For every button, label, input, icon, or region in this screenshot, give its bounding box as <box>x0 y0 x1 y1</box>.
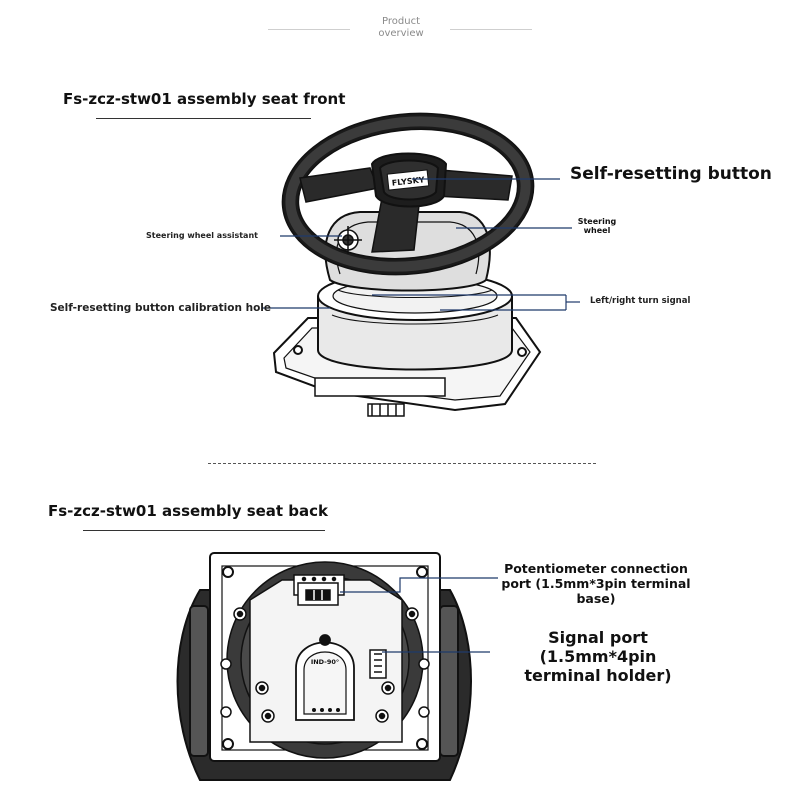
front-leader-lines <box>262 178 580 311</box>
back-leader-lines <box>340 577 498 653</box>
label-potentiometer-line1: Potentiometer connection <box>504 561 688 576</box>
label-steering-wheel-line2: wheel <box>583 226 611 235</box>
header-title: Product overview <box>360 16 442 40</box>
back-title-rule <box>83 530 325 531</box>
front-bottom-connector <box>314 377 446 417</box>
label-signal-line2: terminal holder) <box>524 666 672 685</box>
sensor-pins <box>312 708 340 712</box>
sensor-chip-label: IND-90° <box>311 658 339 666</box>
potentiometer-port <box>297 582 339 606</box>
front-section-title: Fs-zcz-stw01 assembly seat front <box>63 90 346 108</box>
signal-port <box>369 649 387 679</box>
board-screws <box>220 607 430 723</box>
front-steering-wheel <box>281 112 535 276</box>
label-potentiometer-port: Potentiometer connection port (1.5mm*3pi… <box>496 561 696 606</box>
label-signal-port: Signal port (1.5mm*4pin terminal holder) <box>488 628 708 685</box>
back-section-title: Fs-zcz-stw01 assembly seat back <box>48 502 329 520</box>
header-right-rule <box>450 29 532 30</box>
label-potentiometer-line2: port (1.5mm*3pin terminal <box>501 576 691 591</box>
hub-logo: FLYSKY <box>391 175 425 187</box>
label-signal-line1: Signal port (1.5mm*4pin <box>539 628 657 666</box>
label-potentiometer-line3: base) <box>576 591 616 606</box>
label-turn-signal: Left/right turn signal <box>590 296 691 306</box>
front-title-rule <box>96 118 311 119</box>
sensor-module <box>295 634 355 721</box>
header-left-rule <box>268 29 350 30</box>
label-self-resetting-button: Self-resetting button <box>570 164 772 184</box>
label-steering-wheel-assistant: Steering wheel assistant <box>146 231 258 240</box>
steering-wheel-assistant-knob <box>334 226 362 254</box>
label-steering-wheel: Steering wheel <box>575 217 619 235</box>
header-title-line2: overview <box>378 28 424 39</box>
label-calibration-hole: Self-resetting button calibration hole <box>50 302 272 314</box>
label-steering-wheel-line1: Steering <box>577 217 617 226</box>
section-separator <box>208 463 596 464</box>
front-wheel-hub <box>370 152 448 208</box>
leader-potentiometer-port <box>340 577 498 593</box>
front-wheel-spokes <box>299 167 513 253</box>
header-title-line1: Product <box>382 16 420 27</box>
